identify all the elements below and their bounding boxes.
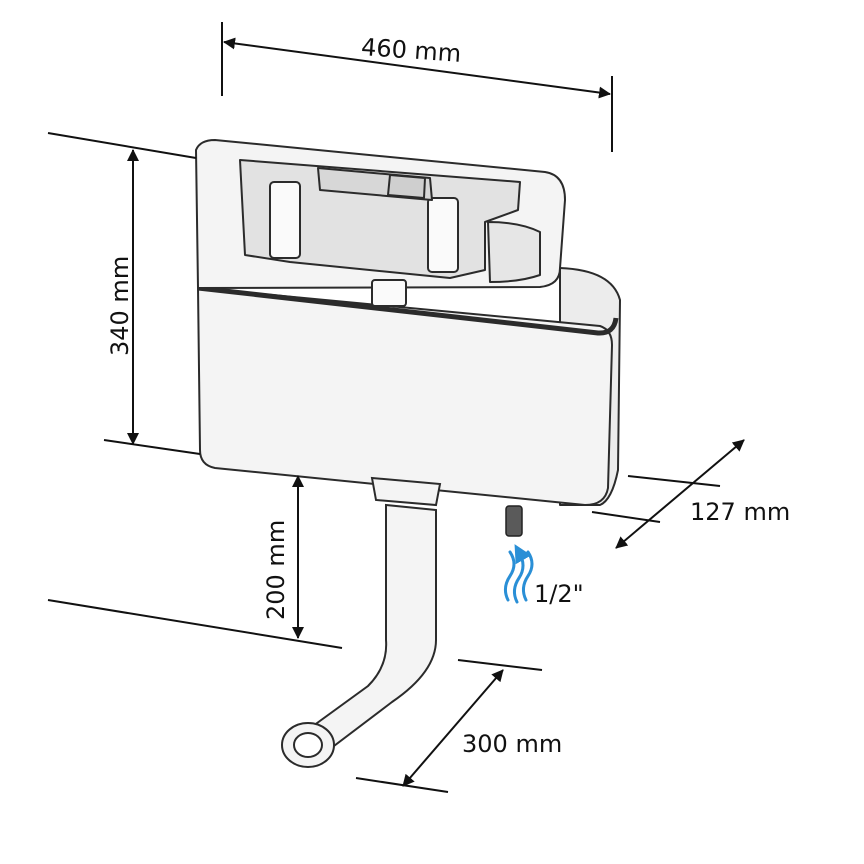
dimension-lines (47, 22, 745, 793)
dimension-line-depth (615, 439, 745, 549)
depth-dimension-label: 127 mm (690, 498, 791, 526)
pipe-reach-dimension-label: 300 mm (462, 730, 563, 758)
dimension-line-width (223, 37, 611, 99)
width-dimension-label: 460 mm (360, 33, 463, 68)
pipe-drop-dimension-label: 200 mm (262, 519, 290, 620)
flush-pipe-end-hole (293, 732, 323, 758)
extension-line-height-bottom (103, 439, 201, 455)
cistern-valve-part (387, 174, 426, 199)
extension-line-depth-top (627, 475, 721, 487)
inlet-size-label: 1/2" (534, 580, 584, 608)
extension-line-reach-top (457, 659, 543, 671)
flush-pipe-body (300, 503, 437, 754)
cistern-side-box (487, 221, 541, 283)
extension-line-reach-bottom (355, 777, 449, 793)
dimension-line-reach (402, 669, 504, 787)
cistern-seam-line (197, 285, 619, 336)
flush-pipe-outlet (370, 476, 442, 507)
extension-line-drop-bottom (47, 599, 343, 649)
cistern-slot-left (269, 181, 301, 259)
inlet-stub (505, 505, 523, 537)
cistern-front-clip (371, 279, 407, 307)
extension-line-height-top (47, 132, 197, 159)
cistern (195, 139, 621, 506)
cistern-front-body (197, 287, 613, 506)
inlet-water-arrow-icon (503, 544, 534, 604)
cistern-slot-right (427, 197, 459, 273)
flush-pipe (281, 476, 442, 768)
height-dimension-label: 340 mm (106, 255, 134, 356)
